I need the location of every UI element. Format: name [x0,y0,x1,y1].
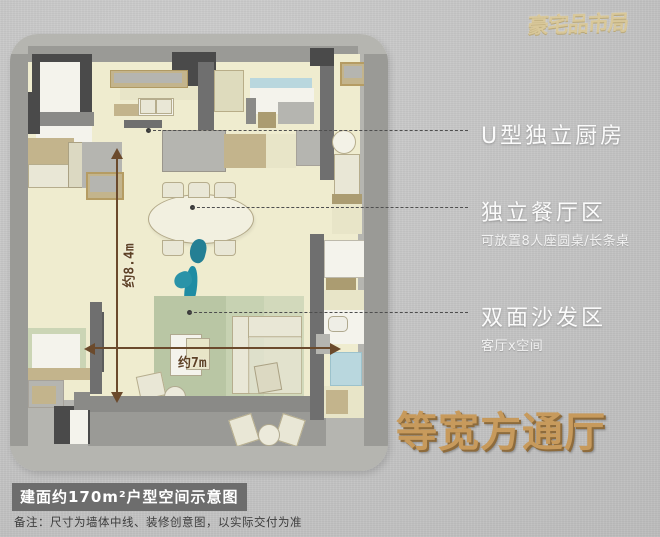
kitchen-counter-blue [250,78,312,88]
kitchen-sink-basin-l [140,99,156,114]
room-right-lower [332,204,362,234]
room-right-b [324,290,364,310]
cabinet-left-upper [28,138,74,164]
window-right-top-glass [344,66,362,78]
wall-right-corridor [320,54,334,180]
exterior-bottom [10,446,388,471]
dimension-arrow-left [84,343,95,355]
dining-chair-5 [214,240,236,256]
round-table-right [332,130,356,154]
entry-door [70,410,88,444]
sofa-cushion [253,362,283,394]
dimension-label-vertical: 约8.4m [122,243,138,288]
wall-left-upper [28,92,40,134]
room-topleft-light [40,62,80,114]
dining-chair-2 [188,182,210,198]
headline-text: 等宽方通厅 [396,408,606,456]
kitchen-side-counter [266,134,296,168]
floor-plan-drawing: 约8.4m 约7m [10,34,388,471]
kitchen-wall-left2 [124,120,162,128]
kitchen-divider [246,98,256,124]
leader-line-kitchen [148,130,468,131]
dining-chair-1 [162,182,184,198]
kitchen-island [162,130,226,172]
leader-line-dining [192,207,468,208]
callout-sofa: 双面沙发区 客厅x空间 [481,300,606,354]
callout-kitchen: U型独立厨房 [481,118,625,150]
entry-wall [74,392,90,410]
cabinet-left-lower-2 [32,386,56,404]
dimension-arrow-down [111,392,123,403]
brand-logo: 豪宅品市局 [526,8,646,42]
cabinet-right-a [326,278,356,290]
callout-sofa-title: 双面沙发区 [481,306,607,331]
room-right-a [324,240,366,278]
callout-dining-title: 独立餐厅区 [481,201,607,226]
fridge [214,70,244,112]
balcony-table [258,424,280,446]
leader-line-sofa [189,312,468,313]
exterior-right [364,54,388,454]
kitchen-storage [296,130,322,166]
callout-sofa-subtitle: 客厅x空间 [481,339,544,354]
toilet-right [328,316,348,332]
dimension-line-horizontal [92,347,334,349]
coffee-table-2 [186,338,210,370]
wall-stub-right [316,334,330,354]
balcony-threshold [88,396,326,412]
exterior-left [10,54,28,454]
dining-chair-4 [162,240,184,256]
dimension-line-vertical [116,156,118,394]
cabinet-right-b [326,390,348,414]
wall-right-lower [310,234,324,420]
kitchen-sink-basin-r [156,99,172,114]
callout-dining: 独立餐厅区 可放置8人座圆桌/长条桌 [481,195,630,249]
dimension-arrow-up [111,148,123,159]
dining-table [148,194,254,244]
dimension-arrow-right [330,343,341,355]
wall-topleft [32,112,94,126]
wall-right-dark [310,48,334,66]
cabinet-right-mid [332,194,362,204]
caption-bar-text: 建面约170m²户型空间示意图 [20,488,239,506]
kitchen-appliance [278,102,314,124]
window-left-glass [90,176,116,192]
floor-plan-card: 约8.4m 约7m [10,34,388,471]
kitchen-stove [258,112,276,128]
kitchen-counter-top [120,86,198,100]
sofa-back [248,316,302,338]
furniture-left-a [28,164,70,188]
cabinet-left-lower [28,368,90,380]
callout-dining-subtitle: 可放置8人座圆桌/长条桌 [481,234,630,249]
caption-note: 备注：尺寸为墙体中线、装修创意图，以实际交付为准 [14,515,302,529]
bathtub-right [330,352,362,386]
brand-logo-text: 豪宅品市局 [526,9,629,39]
dimension-label-horizontal: 约7m [178,356,207,371]
kitchen-wall-right [198,62,214,148]
caption-bar: 建面约170m²户型空间示意图 [12,483,247,511]
callout-kitchen-title: U型独立厨房 [481,124,626,149]
room-left-bed [32,334,80,368]
kitchen-window-glass [114,73,182,83]
dining-chair-3 [214,182,236,198]
kitchen-bar-counter [224,134,266,168]
kitchen-cabinet-a [114,104,138,116]
